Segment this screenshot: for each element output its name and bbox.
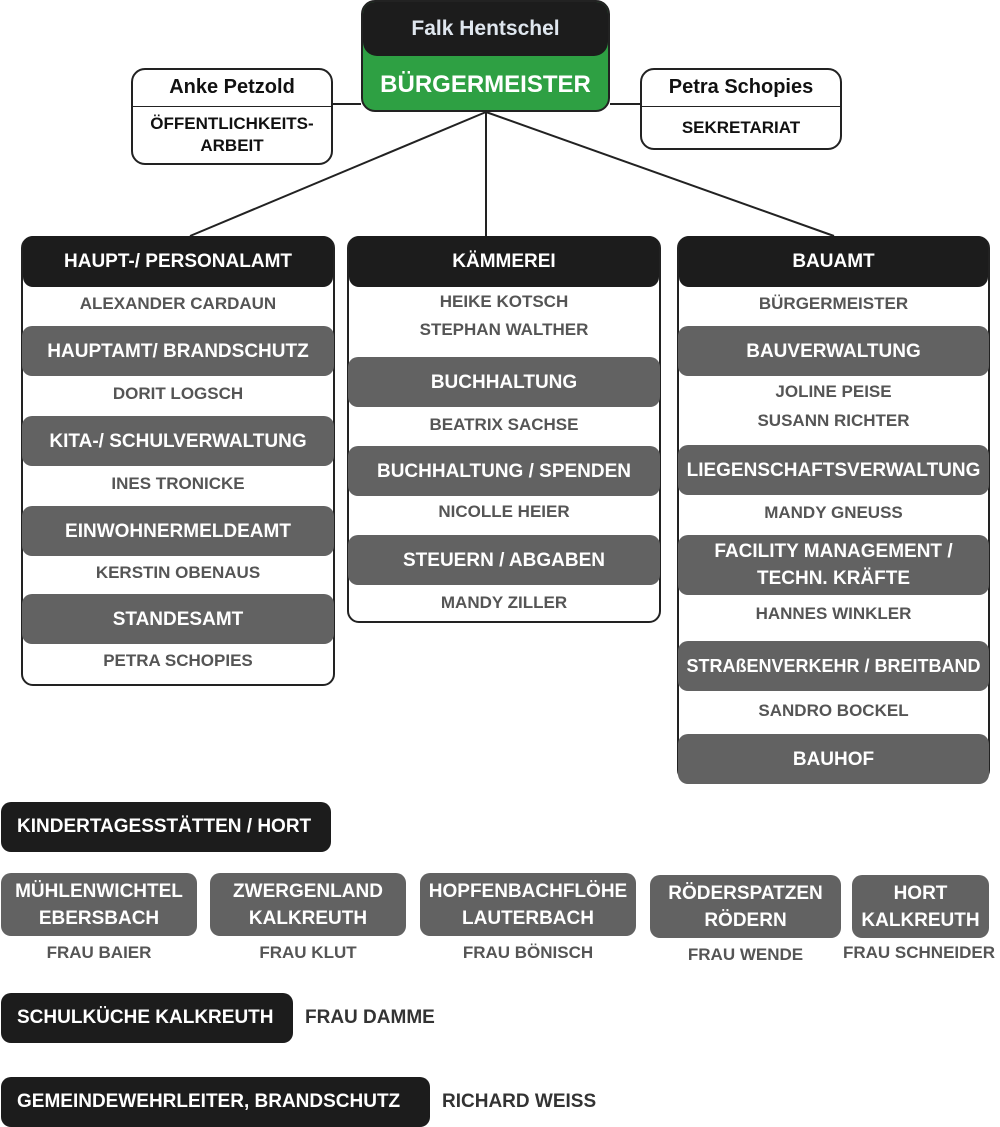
unit-label: STANDESAMT — [22, 594, 334, 644]
person-name: HANNES WINKLER — [755, 604, 912, 623]
staff-role: ÖFFENTLICHKEITS- ARBEIT — [133, 106, 331, 157]
schulkueche-label: SCHULKÜCHE KALKREUTH — [1, 993, 293, 1043]
facility-name-line: MÜHLENWICHTEL — [15, 880, 183, 902]
staff-name: Petra Schopies — [668, 76, 814, 98]
unit-label: HAUPTAMT/ BRANDSCHUTZ — [22, 326, 334, 376]
person-name: KERSTIN OBENAUS — [95, 563, 261, 582]
department-bauamt: BAUAMT BÜRGERMEISTER BAUVERWALTUNG JOLIN… — [677, 236, 990, 784]
unit-label: LIEGENSCHAFTSVERWALTUNG — [678, 445, 989, 495]
department-haupt-personalamt: HAUPT-/ PERSONALAMT ALEXANDER CARDAUN HA… — [21, 236, 335, 686]
wehr-contact: RICHARD WEISS — [442, 1091, 597, 1112]
department-header: HAUPT-/ PERSONALAMT — [23, 236, 333, 287]
person-name: MANDY GNEUSS — [764, 503, 903, 522]
staff-name: Anke Petzold — [169, 76, 295, 98]
facility-name-line: RÖDERSPATZEN — [668, 882, 823, 904]
person-name: MANDY ZILLER — [440, 593, 568, 612]
person-name: BEATRIX SACHSE — [429, 415, 579, 434]
facility-name-line: EBERSBACH — [38, 907, 160, 929]
unit-label: EINWOHNERMELDEAMT — [22, 506, 334, 556]
person-name: JOLINE PEISE — [775, 382, 892, 401]
unit-label: BAUVERWALTUNG — [678, 326, 989, 376]
schulkueche-contact: FRAU DAMME — [305, 1007, 435, 1028]
staff-role-line: ARBEIT — [200, 136, 264, 155]
kita-facility: MÜHLENWICHTEL EBERSBACH — [1, 873, 197, 936]
facility-contact: FRAU BÖNISCH — [462, 943, 594, 962]
wehr-label: GEMEINDEWEHRLEITER, BRANDSCHUTZ — [1, 1077, 430, 1127]
unit-label: KITA-/ SCHULVERWALTUNG — [22, 416, 334, 466]
unit-label: BUCHHALTUNG — [348, 357, 660, 407]
facility-name-line: KALKREUTH — [248, 907, 368, 929]
unit-label: BUCHHALTUNG / SPENDEN — [348, 446, 660, 496]
person-name: BÜRGERMEISTER — [758, 294, 909, 313]
facility-name-line: KALKREUTH — [861, 909, 980, 931]
kita-facility: RÖDERSPATZEN RÖDERN — [650, 875, 841, 938]
person-name: INES TRONICKE — [111, 474, 245, 493]
facility-name-line: HOPFENBACHFLÖHE — [428, 880, 628, 902]
unit-label: FACILITY MANAGEMENT / TECHN. KRÄFTE — [678, 535, 989, 595]
facility-name-line: LAUTERBACH — [462, 907, 594, 929]
staff-role: SEKRETARIAT — [642, 106, 840, 139]
kita-facility: ZWERGENLAND KALKREUTH — [210, 873, 406, 936]
staff-box-secretariat: Petra Schopies SEKRETARIAT — [640, 68, 842, 150]
person-name: STEPHAN WALTHER — [419, 320, 589, 339]
facility-contact: FRAU WENDE — [687, 945, 804, 964]
facility-name-line: HORT — [893, 882, 948, 904]
staff-role-line: ÖFFENTLICHKEITS- — [150, 114, 314, 133]
person-name: HEIKE KOTSCH — [439, 292, 569, 311]
kita-facility: HORT KALKREUTH — [852, 875, 989, 938]
mayor-title: BÜRGERMEISTER — [380, 71, 591, 98]
mayor-box: Falk Hentschel BÜRGERMEISTER — [361, 0, 610, 112]
department-header: BAUAMT — [679, 236, 988, 287]
person-name: DORIT LOGSCH — [112, 384, 244, 403]
staff-box-public-relations: Anke Petzold ÖFFENTLICHKEITS- ARBEIT — [131, 68, 333, 165]
person-name: SANDRO BOCKEL — [758, 701, 909, 720]
person-name: ALEXANDER CARDAUN — [79, 294, 277, 313]
person-name: PETRA SCHOPIES — [103, 651, 253, 670]
unit-label-line: FACILITY MANAGEMENT / — [714, 541, 953, 562]
person-name: NICOLLE HEIER — [438, 502, 570, 521]
facility-contact: FRAU BAIER — [46, 943, 152, 962]
unit-label-line: TECHN. KRÄFTE — [756, 568, 911, 589]
unit-label: STRAßENVERKEHR / BREITBAND — [678, 641, 989, 691]
facility-contact: FRAU SCHNEIDER — [842, 943, 996, 962]
facility-name-line: RÖDERN — [704, 909, 787, 931]
person-name: SUSANN RICHTER — [757, 411, 910, 430]
department-kaemmerei: KÄMMEREI HEIKE KOTSCH STEPHAN WALTHER BU… — [347, 236, 661, 623]
department-header: KÄMMEREI — [349, 236, 659, 287]
facility-contact: FRAU KLUT — [259, 943, 357, 962]
facility-name-line: ZWERGENLAND — [233, 880, 383, 902]
kita-facility: HOPFENBACHFLÖHE LAUTERBACH — [420, 873, 636, 936]
mayor-name: Falk Hentschel — [363, 2, 608, 56]
kita-header: KINDERTAGESSTÄTTEN / HORT — [1, 802, 331, 852]
unit-label: BAUHOF — [678, 734, 989, 784]
unit-label: STEUERN / ABGABEN — [348, 535, 660, 585]
